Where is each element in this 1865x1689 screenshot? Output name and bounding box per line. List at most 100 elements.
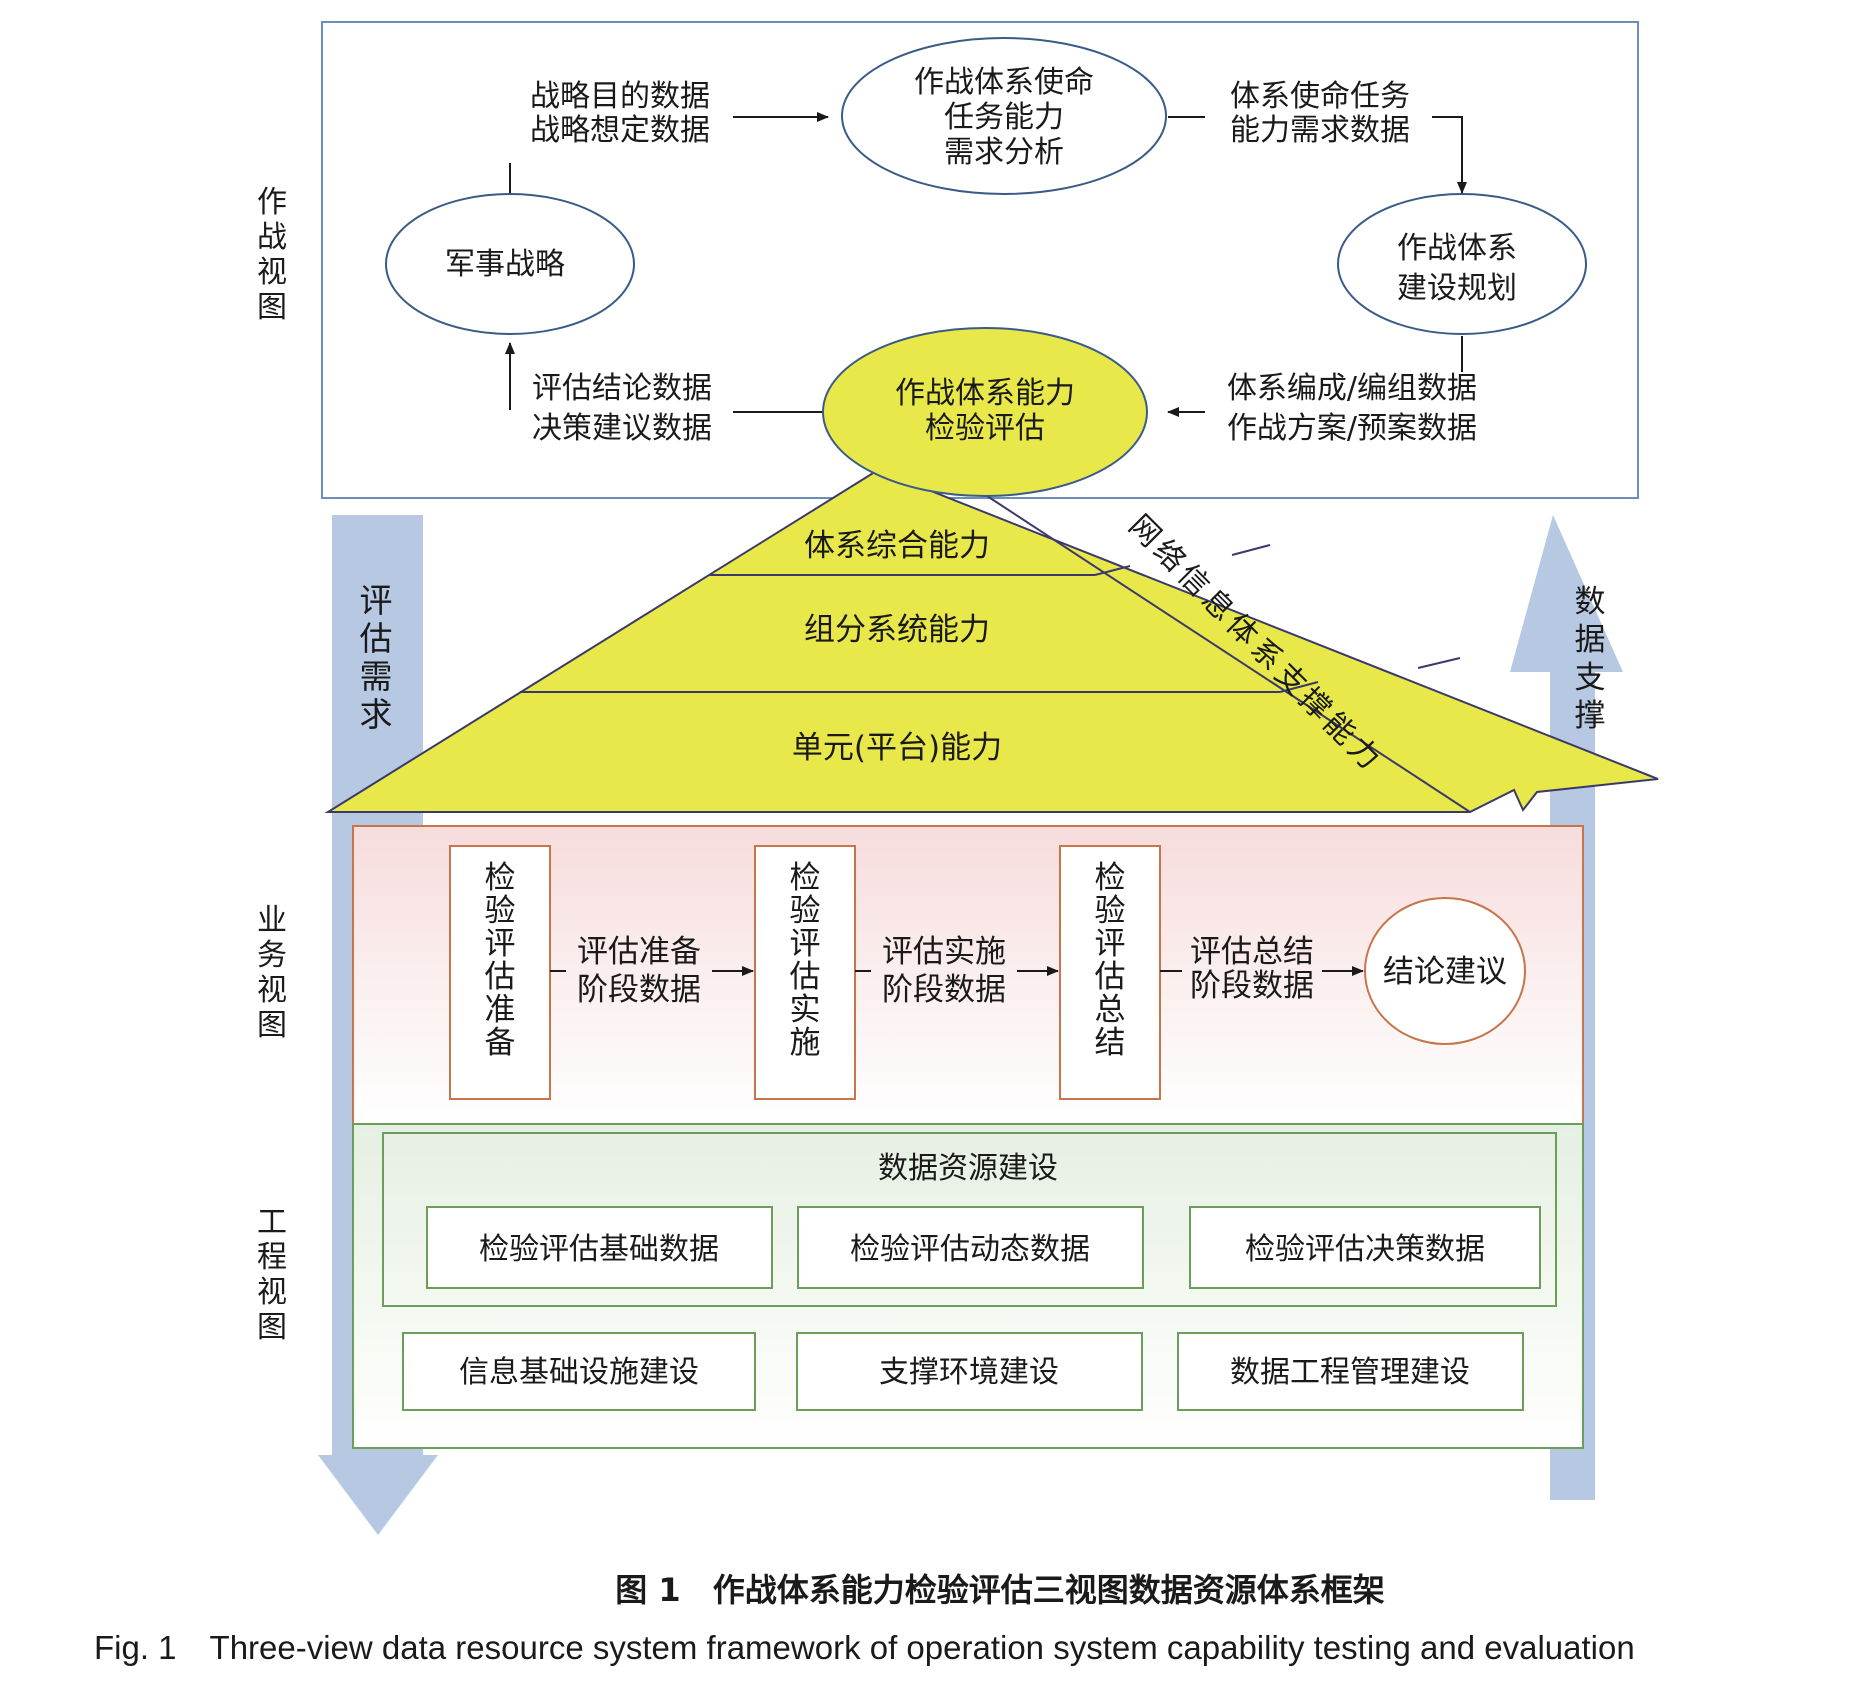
- mission-analysis-line-3: 需求分析: [944, 135, 1064, 170]
- pyramid-layer-3: 单元(平台)能力: [792, 730, 1002, 766]
- operation-view-label-char: 视: [257, 255, 287, 290]
- infrastructure-label: 信息基础设施建设: [459, 1355, 699, 1390]
- capability-evaluation-line-1: 作战体系能力: [895, 376, 1075, 411]
- basic-data-box: [426, 1206, 773, 1289]
- military-strategy-label: 军事战略: [445, 247, 565, 282]
- operation-view-label-char: 图: [257, 290, 287, 325]
- data-engineering-mgmt-label: 数据工程管理建设: [1230, 1355, 1470, 1390]
- business-flow-1-line-2: 阶段数据: [577, 972, 701, 1008]
- stage-summary-label-char: 检: [1095, 860, 1126, 896]
- construction-planning-line-1: 作战体系: [1397, 231, 1517, 266]
- data-engineering-mgmt-box: [1177, 1332, 1524, 1411]
- stage-summary-label-char: 总: [1095, 992, 1126, 1028]
- stage-summary-label-char: 评: [1095, 926, 1126, 962]
- flow-bottom-left-line-1: 评估结论数据: [532, 371, 712, 406]
- business-flow-2-line-2: 阶段数据: [882, 972, 1006, 1008]
- business-flow-3-line-2: 阶段数据: [1190, 968, 1314, 1004]
- stage-implementation-label-char: 估: [790, 959, 821, 995]
- flow-top-right-line-2: 能力需求数据: [1230, 113, 1410, 148]
- data-resource-frame: [382, 1132, 1557, 1307]
- capability-evaluation-line-2: 检验评估: [925, 411, 1045, 446]
- evaluation-demand-label-char: 估: [360, 619, 393, 658]
- engineering-view-label-char: 工: [257, 1205, 287, 1240]
- stage-preparation-label-char: 备: [485, 1025, 516, 1061]
- conclusion-label: 结论建议: [1383, 954, 1507, 990]
- data-resource-title: 数据资源建设: [878, 1151, 1058, 1186]
- stage-preparation-label-char: 检: [485, 860, 516, 896]
- data-support-label-char: 支: [1575, 660, 1606, 696]
- mission-analysis-line-1: 作战体系使命: [914, 65, 1094, 100]
- flow-top-left-line-1: 战略目的数据: [530, 79, 710, 114]
- business-flow-1-line-1: 评估准备: [577, 934, 701, 970]
- flow-bottom-left-line-2: 决策建议数据: [532, 411, 712, 446]
- stage-implementation-label-char: 检: [790, 860, 821, 896]
- construction-planning-line-2: 建设规划: [1397, 271, 1517, 306]
- stage-preparation-box: [449, 845, 551, 1100]
- flow-top-right-line-1: 体系使命任务: [1230, 79, 1410, 114]
- decision-data-box: [1189, 1206, 1541, 1289]
- stage-implementation-label-char: 实: [790, 992, 821, 1028]
- basic-data-label: 检验评估基础数据: [479, 1232, 719, 1267]
- data-support-label-char: 撑: [1575, 698, 1606, 734]
- pyramid-layer-2: 组分系统能力: [804, 612, 990, 648]
- business-view-label-char: 务: [257, 938, 287, 973]
- stage-implementation-label-char: 验: [790, 893, 821, 929]
- caption-en: Fig. 1 Three-view data resource system f…: [94, 1629, 1635, 1666]
- stage-summary-label-char: 估: [1095, 959, 1126, 995]
- support-environment-label: 支撑环境建设: [879, 1355, 1059, 1390]
- capability-pyramid: [324, 468, 1659, 813]
- data-support-label-char: 据: [1575, 622, 1606, 658]
- stage-summary-label-char: 结: [1095, 1025, 1126, 1061]
- stage-implementation-box: [754, 845, 856, 1100]
- stage-implementation-label-char: 施: [790, 1025, 821, 1061]
- operation-view-label-char: 战: [257, 220, 287, 255]
- business-view-label-char: 业: [257, 903, 287, 938]
- engineering-view-label-char: 程: [257, 1240, 287, 1275]
- conclusion-node: [1364, 897, 1526, 1045]
- stage-preparation-label-char: 准: [485, 992, 516, 1028]
- mission-analysis-node: [841, 37, 1167, 195]
- decision-data-label: 检验评估决策数据: [1245, 1232, 1485, 1267]
- business-view-label-char: 图: [257, 1008, 287, 1043]
- evaluation-demand-label-char: 需: [360, 657, 393, 696]
- operation-flow-connectors: [505, 112, 1467, 417]
- flow-bottom-right-line-1: 体系编成/编组数据: [1227, 371, 1477, 406]
- engineering-view-label-char: 图: [257, 1310, 287, 1345]
- military-strategy-node: [385, 193, 635, 335]
- stage-preparation-label-char: 验: [485, 893, 516, 929]
- capability-evaluation-node: [822, 327, 1148, 497]
- dynamic-data-label: 检验评估动态数据: [850, 1232, 1090, 1267]
- business-flow-3-line-1: 评估总结: [1190, 934, 1314, 970]
- mission-analysis-line-2: 任务能力: [944, 100, 1064, 135]
- stage-implementation-label-char: 评: [790, 926, 821, 962]
- evaluation-demand-label-char: 评: [360, 581, 393, 620]
- stage-summary-box: [1059, 845, 1161, 1100]
- stage-preparation-label-char: 评: [485, 926, 516, 962]
- operation-view-label-char: 作: [257, 185, 287, 220]
- evaluation-demand-label-char: 求: [360, 695, 393, 734]
- infrastructure-box: [402, 1332, 756, 1411]
- dynamic-data-box: [797, 1206, 1144, 1289]
- flow-bottom-right-line-2: 作战方案/预案数据: [1227, 411, 1477, 446]
- business-flow-2-line-1: 评估实施: [882, 934, 1006, 970]
- pyramid-layer-1: 体系综合能力: [804, 528, 990, 564]
- data-support-label-char: 数: [1575, 584, 1606, 620]
- caption-cn: 图 1 作战体系能力检验评估三视图数据资源体系框架: [615, 1571, 1384, 1609]
- stage-preparation-label-char: 估: [485, 959, 516, 995]
- stage-summary-label-char: 验: [1095, 893, 1126, 929]
- business-view-label-char: 视: [257, 973, 287, 1008]
- support-environment-box: [796, 1332, 1143, 1411]
- engineering-view-label-char: 视: [257, 1275, 287, 1310]
- construction-planning-node: [1337, 193, 1587, 335]
- flow-top-left-line-2: 战略想定数据: [530, 113, 710, 148]
